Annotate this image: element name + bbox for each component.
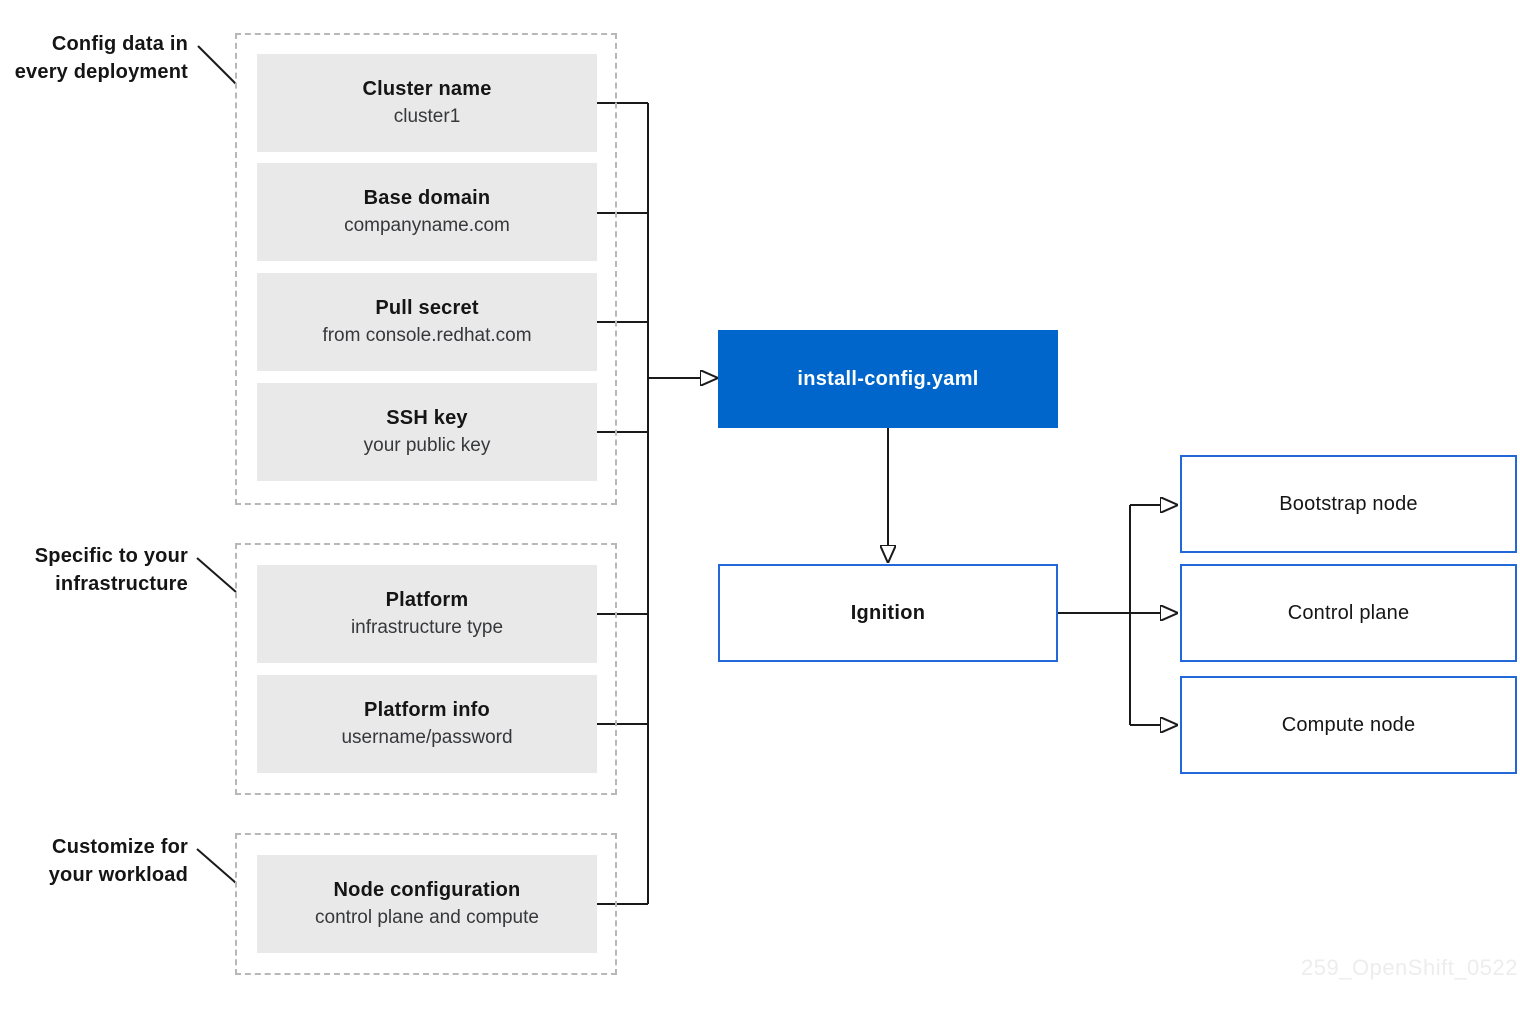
install-config-yaml-label: install-config.yaml — [797, 367, 979, 390]
node-label: Compute node — [1281, 713, 1416, 736]
node-label: Control plane — [1287, 601, 1410, 624]
ignition-box: Ignition — [718, 564, 1058, 662]
annotation-workload: Customize for your workload — [0, 833, 188, 889]
annotation-line: Specific to your — [34, 545, 188, 567]
pointer-line-config-data — [197, 45, 237, 85]
config-group-workload — [235, 833, 617, 975]
config-box-subtitle: companyname.com — [344, 215, 510, 236]
config-box-pull-secret: Pull secret from console.redhat.com — [257, 273, 597, 371]
config-group-infrastructure — [235, 543, 617, 795]
ignition-label: Ignition — [850, 601, 926, 624]
config-box-subtitle: username/password — [341, 727, 513, 748]
config-box-platform: Platform infrastructure type — [257, 565, 597, 663]
config-box-base-domain: Base domain companyname.com — [257, 163, 597, 261]
config-box-subtitle: your public key — [363, 435, 491, 456]
config-group-universal — [235, 33, 617, 505]
annotation-line: infrastructure — [55, 573, 188, 595]
config-box-title: SSH key — [386, 407, 468, 429]
annotation-line: Config data in — [51, 33, 188, 55]
install-config-yaml-box: install-config.yaml — [718, 330, 1058, 428]
config-box-ssh-key: SSH key your public key — [257, 383, 597, 481]
annotation-config-data: Config data in every deployment — [0, 30, 188, 86]
annotation-line: every deployment — [14, 61, 188, 83]
node-box-bootstrap: Bootstrap node — [1180, 455, 1517, 553]
annotation-line: your workload — [48, 864, 188, 886]
config-box-title: Base domain — [363, 187, 491, 209]
config-box-platform-info: Platform info username/password — [257, 675, 597, 773]
config-box-cluster-name: Cluster name cluster1 — [257, 54, 597, 152]
config-box-node-configuration: Node configuration control plane and com… — [257, 855, 597, 953]
node-box-compute: Compute node — [1180, 676, 1517, 774]
node-label: Bootstrap node — [1279, 492, 1418, 515]
annotation-pointer-lines — [196, 45, 237, 884]
annotation-infrastructure: Specific to your infrastructure — [0, 542, 188, 598]
pointer-line-infrastructure — [196, 557, 237, 593]
config-box-subtitle: from console.redhat.com — [322, 325, 532, 346]
node-box-control-plane: Control plane — [1180, 564, 1517, 662]
pointer-line-workload — [196, 848, 237, 884]
annotation-line: Customize for — [52, 836, 188, 858]
config-box-title: Platform — [385, 589, 469, 611]
config-box-subtitle: cluster1 — [393, 106, 461, 127]
config-box-title: Node configuration — [333, 879, 521, 901]
config-box-subtitle: control plane and compute — [315, 907, 539, 928]
config-box-title: Cluster name — [362, 78, 492, 100]
flow-arrows — [648, 378, 1160, 725]
config-box-title: Platform info — [364, 699, 490, 721]
config-box-subtitle: infrastructure type — [350, 617, 504, 638]
watermark-text: 259_OpenShift_0522 — [1301, 955, 1518, 980]
config-box-title: Pull secret — [375, 297, 479, 319]
